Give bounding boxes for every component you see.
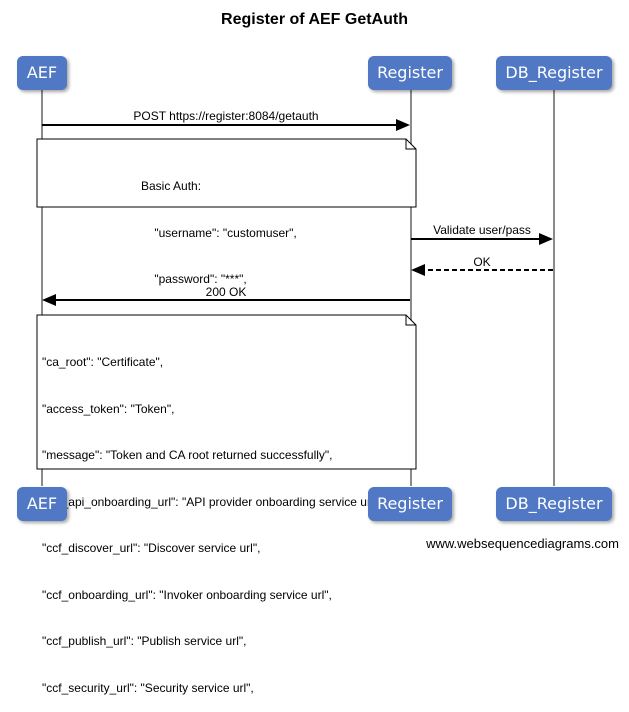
response-note: "ca_root": "Certificate", "access_token"… [42,324,381,712]
request-note: Basic Auth: "username": "customuser", "p… [141,148,297,303]
ok-message-label: OK [473,255,491,269]
response-note-line: "ccf_api_onboarding_url": "API provider … [42,494,382,509]
participant-register-bottom: Register [368,487,452,521]
response-note-outline [36,314,417,470]
ok-arrowhead [411,264,425,276]
lifeline-db-register [553,90,555,486]
participant-register-top: Register [368,56,452,90]
response-note-line: "ccf_publish_url": "Publish service url"… [42,634,247,648]
request-note-line: "password": "***", [141,272,247,286]
request-note-line: Basic Auth: [141,179,202,193]
request-note-outline [36,138,417,208]
ok200-arrowhead [42,294,56,306]
post-arrowhead [396,119,410,131]
participant-aef-bottom: AEF [17,487,67,521]
message-arrows [36,119,553,470]
participant-db-register-top: DB_Register [496,56,612,90]
response-note-line: "ccf_security_url": "Security service ur… [42,680,254,695]
response-note-line: "access_token": "Token", [42,401,175,416]
response-note-fold [405,315,416,326]
response-note-line: "ccf_onboarding_url": "Invoker onboardin… [42,587,332,602]
request-note-fold [405,139,416,150]
ok200-message-label: 200 OK [205,285,247,299]
response-note-line: "ca_root": "Certificate", [42,355,164,369]
validate-arrowhead [539,233,553,245]
request-note-line: "username": "customuser", [141,225,297,240]
lifeline-register [410,90,412,486]
footer-credit: www.websequencediagrams.com [426,536,619,551]
post-message-label: POST https://register:8084/getauth [133,109,319,123]
validate-message-label: Validate user/pass [433,223,531,237]
participant-db-register-bottom: DB_Register [496,487,612,521]
response-note-line: "message": "Token and CA root returned s… [42,448,333,462]
diagram-title: Register of AEF GetAuth [221,11,408,28]
lifeline-aef [41,90,43,486]
response-note-line: "ccf_discover_url": "Discover service ur… [42,541,261,555]
participant-aef-top: AEF [17,56,67,90]
